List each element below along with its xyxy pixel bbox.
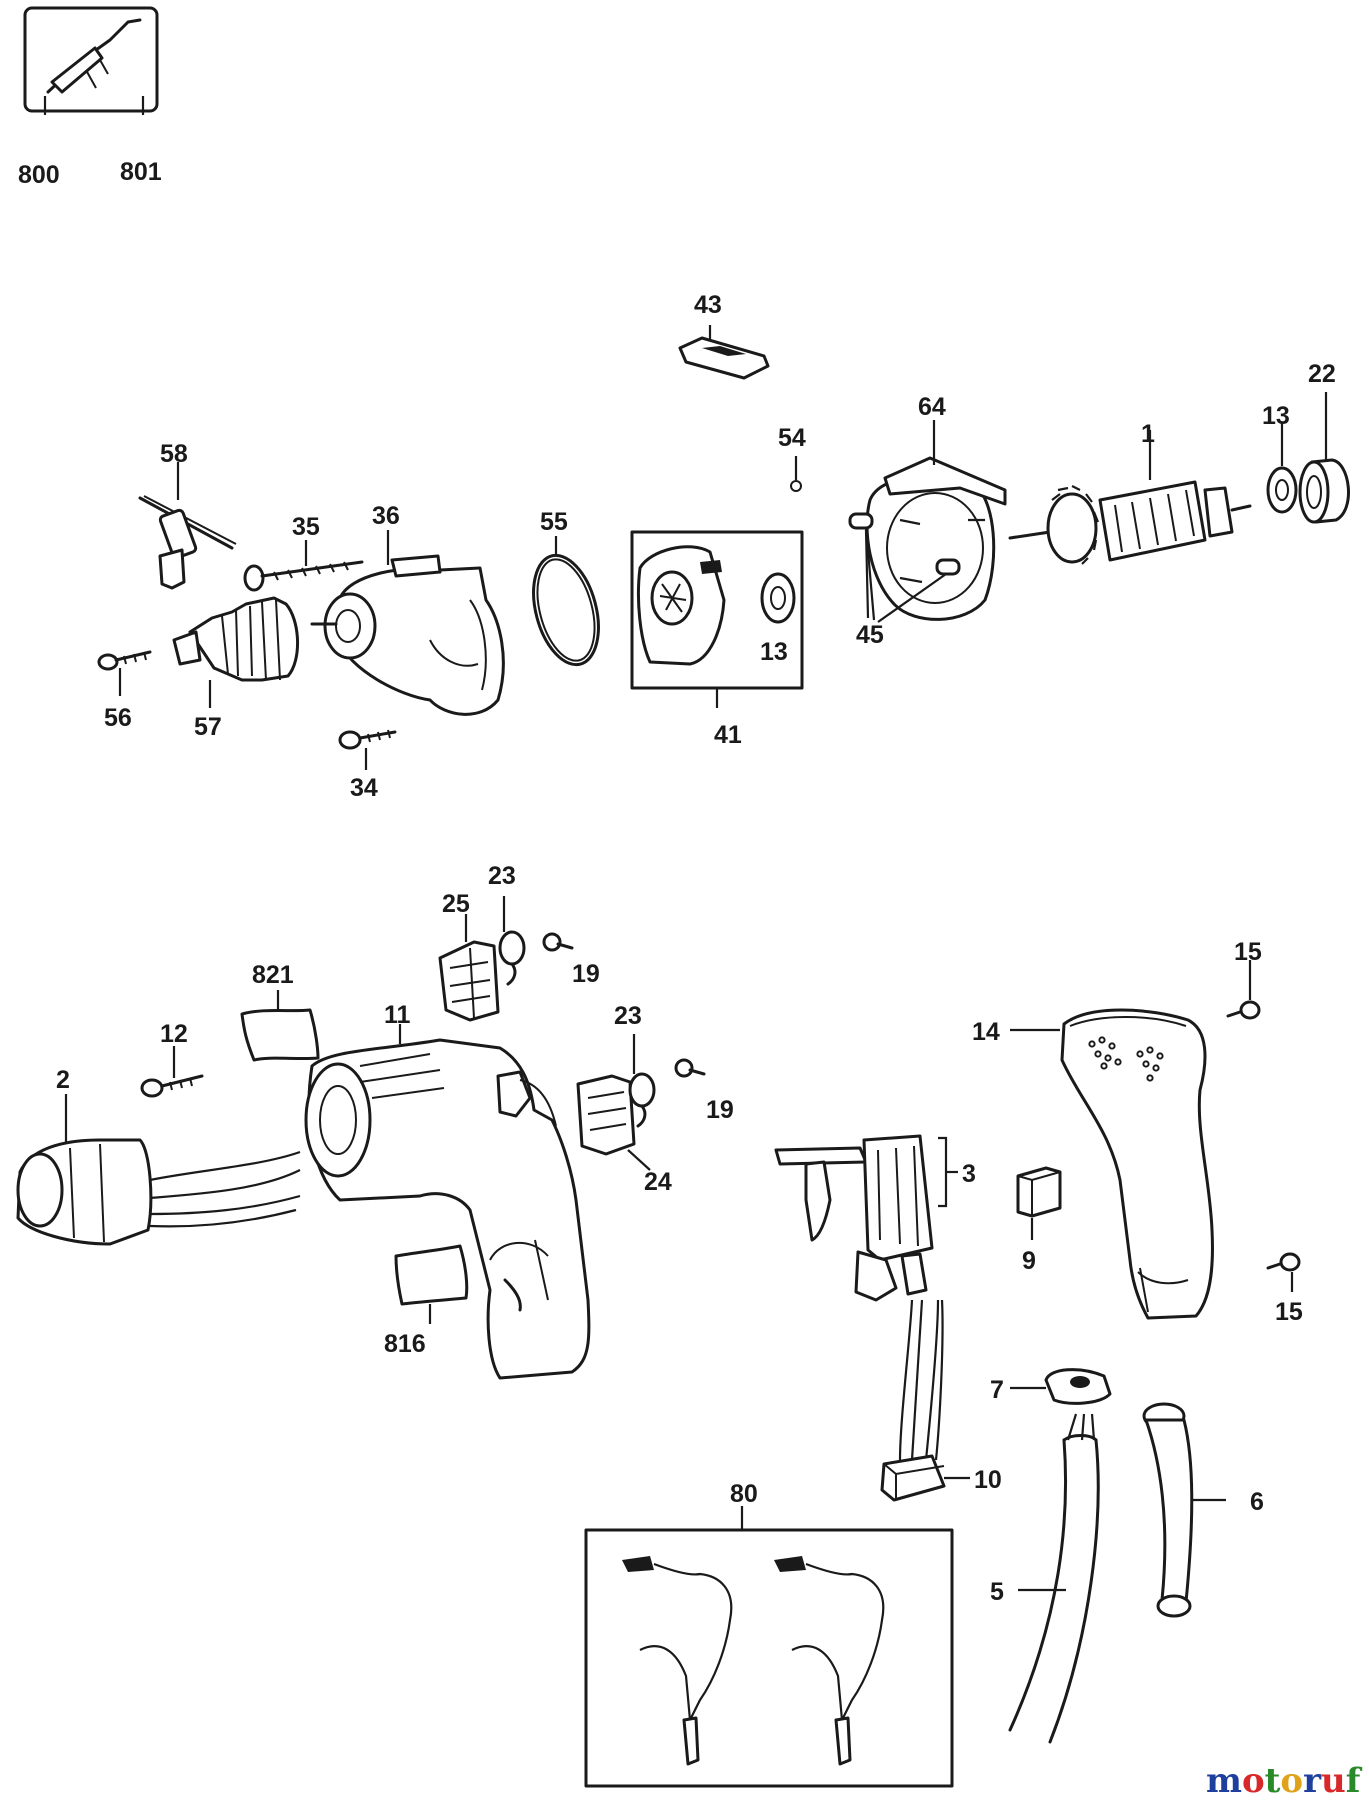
part-11-motor-housing (304, 1024, 591, 1380)
label-9: 9 (1022, 1247, 1036, 1275)
label-45: 45 (856, 621, 884, 649)
part-6-cord-protector (1142, 1402, 1226, 1618)
part-34-screw (338, 729, 397, 770)
label-22: 22 (1308, 360, 1336, 388)
part-13-bearing-top (1266, 422, 1298, 514)
label-58: 58 (160, 440, 188, 468)
label-56: 56 (104, 704, 132, 732)
label-57: 57 (194, 713, 222, 741)
label-19-upper: 19 (572, 960, 600, 988)
label-64: 64 (918, 393, 946, 421)
label-36: 36 (372, 502, 400, 530)
part-80-carbon-brush-set (584, 1506, 954, 1788)
label-11: 11 (384, 1001, 411, 1029)
label-34: 34 (350, 774, 378, 802)
part-35-screw (243, 540, 364, 592)
label-800: 800 (18, 161, 60, 189)
label-14: 14 (972, 1018, 1000, 1046)
label-12: 12 (160, 1020, 188, 1048)
label-2: 2 (56, 1066, 70, 1094)
part-3-switch (774, 1134, 958, 1302)
part-24-brush-box-lower (576, 1074, 651, 1171)
part-15-screw-lower (1266, 1252, 1301, 1292)
part-821-label (240, 990, 320, 1062)
part-1-armature (1008, 430, 1252, 565)
label-15-lower: 15 (1275, 1298, 1303, 1326)
label-80: 80 (730, 1480, 758, 1508)
part-64-brush-holder-ring (848, 420, 1007, 623)
part-2-stator (16, 1094, 301, 1246)
label-54: 54 (778, 424, 806, 452)
part-43-cap (678, 325, 770, 380)
label-10: 10 (974, 1466, 1002, 1494)
part-9-block (1016, 1166, 1062, 1240)
part-19-screw-lower (674, 1058, 706, 1078)
label-23-upper: 23 (488, 862, 516, 890)
label-19-lower: 19 (706, 1096, 734, 1124)
accessory-tool-box (23, 6, 159, 115)
label-35: 35 (292, 513, 320, 541)
part-22-ring (1298, 392, 1350, 524)
part-10-suppressor (880, 1299, 970, 1502)
label-1: 1 (1141, 420, 1155, 448)
part-55-o-ring (532, 536, 600, 667)
part-5-power-cord (1008, 1413, 1100, 1744)
label-3: 3 (962, 1160, 976, 1188)
label-6: 6 (1250, 1488, 1264, 1516)
label-5: 5 (990, 1578, 1004, 1606)
part-23-spring-lower (628, 1034, 656, 1128)
label-816: 816 (384, 1330, 426, 1358)
part-816-label (394, 1244, 469, 1324)
part-14-handle (1010, 1008, 1214, 1320)
part-7-cord-clamp (1010, 1368, 1112, 1405)
part-58-chuck-key (138, 462, 237, 590)
part-19-screw-upper (542, 932, 574, 952)
label-13-top: 13 (1262, 402, 1290, 430)
label-41: 41 (714, 721, 742, 749)
part-15-screw-upper (1226, 960, 1261, 1020)
label-821: 821 (252, 961, 294, 989)
part-41-bearing-plate-kit (630, 530, 804, 708)
watermark-logo: motoruf (1206, 1761, 1363, 1800)
label-23-lower: 23 (614, 1002, 642, 1030)
label-15-upper: 15 (1234, 938, 1262, 966)
label-13-box: 13 (760, 638, 788, 666)
part-12-screw (140, 1046, 204, 1098)
label-43: 43 (694, 291, 722, 319)
part-54-ball (790, 480, 802, 492)
label-7: 7 (990, 1376, 1004, 1404)
label-25: 25 (442, 890, 470, 918)
part-36-gear-housing (310, 530, 505, 716)
label-24: 24 (644, 1168, 672, 1196)
part-57-chuck (172, 596, 299, 708)
part-23-spring-upper (498, 896, 526, 986)
label-55: 55 (540, 508, 568, 536)
label-801: 801 (120, 158, 162, 186)
part-56-screw (97, 650, 152, 696)
part-25-brush-box-upper (438, 914, 500, 1022)
